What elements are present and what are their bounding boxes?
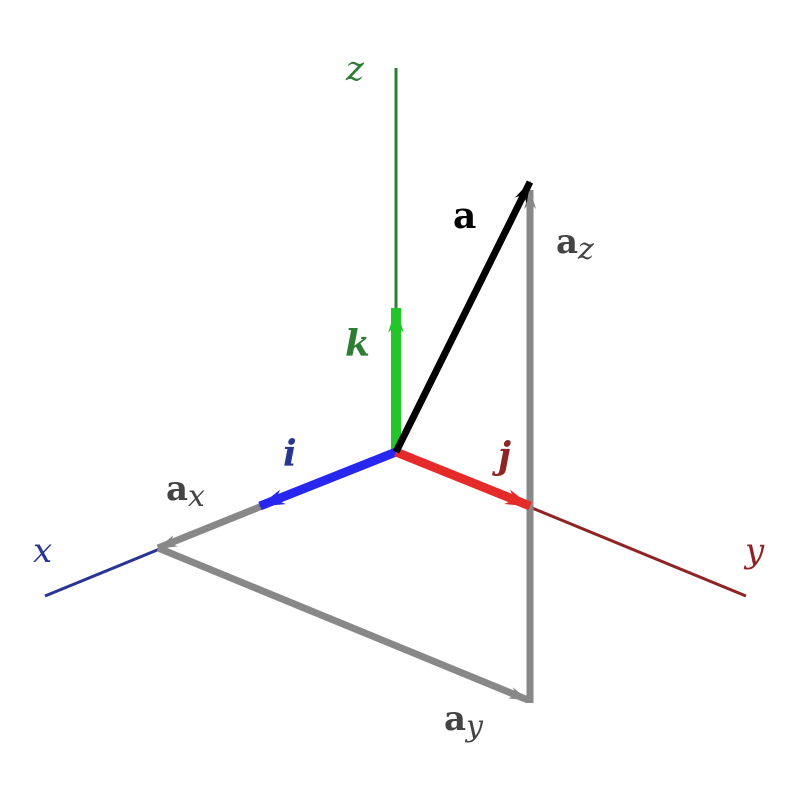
unit-i-arrow	[258, 447, 398, 511]
unit-i-label: i	[283, 433, 297, 475]
ay-subscript: y	[464, 709, 484, 744]
vector-a-label: a	[453, 195, 476, 237]
az-component-label: az	[556, 222, 594, 267]
unit-k-label: k	[345, 323, 370, 365]
ay-base: a	[444, 699, 466, 739]
ay-component-label: ay	[444, 699, 484, 744]
ay-component-arrow	[156, 544, 530, 704]
unit-j-label: j	[492, 435, 511, 477]
vector-a-arrow	[392, 180, 534, 454]
az-base: a	[556, 222, 578, 262]
ax-base: a	[166, 469, 188, 509]
z-axis-label: z	[345, 49, 365, 89]
unit-j-arrow	[394, 447, 532, 511]
ax-component-label: ax	[166, 469, 205, 514]
az-subscript: z	[577, 232, 594, 267]
x-axis-label: x	[33, 531, 52, 571]
ax-subscript: x	[188, 479, 205, 514]
y-axis-label: y	[743, 531, 765, 571]
